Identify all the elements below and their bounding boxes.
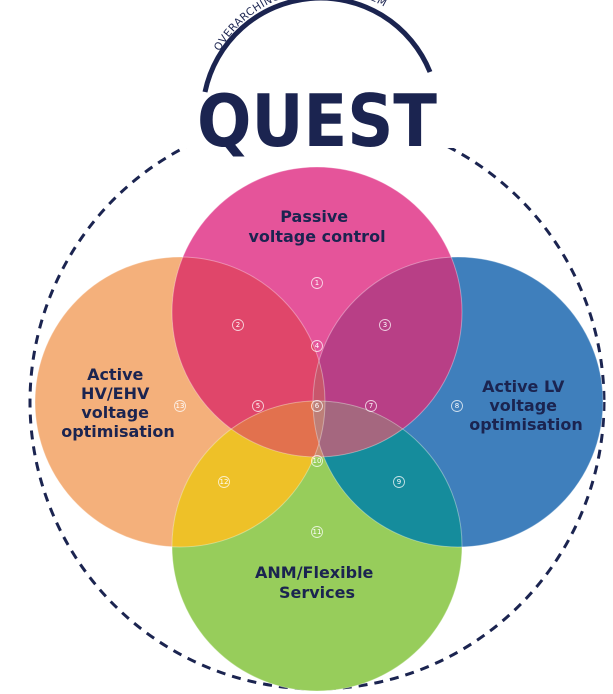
- logo-backdrop: [168, 20, 468, 148]
- label-passive-voltage-control: Passive voltage control: [248, 207, 385, 246]
- svg-text:6: 6: [315, 402, 320, 410]
- label-anm-flexible-services: ANM/Flexible Services: [255, 563, 379, 602]
- svg-text:1: 1: [315, 279, 319, 287]
- svg-text:10: 10: [313, 457, 322, 465]
- region-marker-12: 12: [218, 476, 230, 488]
- svg-text:3: 3: [383, 321, 387, 329]
- region-marker-8: 8: [451, 400, 463, 412]
- region-marker-2: 2: [232, 319, 244, 331]
- svg-text:11: 11: [313, 528, 322, 536]
- logo-arc: [202, 0, 433, 93]
- region-marker-5: 5: [252, 400, 264, 412]
- region-marker-13: 13: [174, 400, 186, 412]
- svg-text:12: 12: [220, 478, 229, 486]
- region-marker-4: 4: [311, 340, 323, 352]
- region-marker-1: 1: [311, 277, 323, 289]
- region-marker-3: 3: [379, 319, 391, 331]
- label-active-hv-ehv: Active HV/EHV voltage optimisation: [61, 365, 175, 441]
- svg-text:4: 4: [315, 342, 320, 350]
- region-marker-9: 9: [393, 476, 405, 488]
- quest-logo: QUEST: [197, 79, 437, 163]
- svg-text:7: 7: [369, 402, 373, 410]
- region-marker-10: 10: [311, 455, 323, 467]
- label-active-lv: Active LV voltage optimisation: [469, 377, 583, 434]
- region-marker-7: 7: [365, 400, 377, 412]
- region-marker-6: 6: [311, 400, 323, 412]
- svg-text:5: 5: [256, 402, 260, 410]
- svg-text:9: 9: [397, 478, 401, 486]
- svg-text:13: 13: [176, 402, 185, 410]
- svg-text:2: 2: [236, 321, 240, 329]
- region-marker-11: 11: [311, 526, 323, 538]
- svg-text:8: 8: [455, 402, 459, 410]
